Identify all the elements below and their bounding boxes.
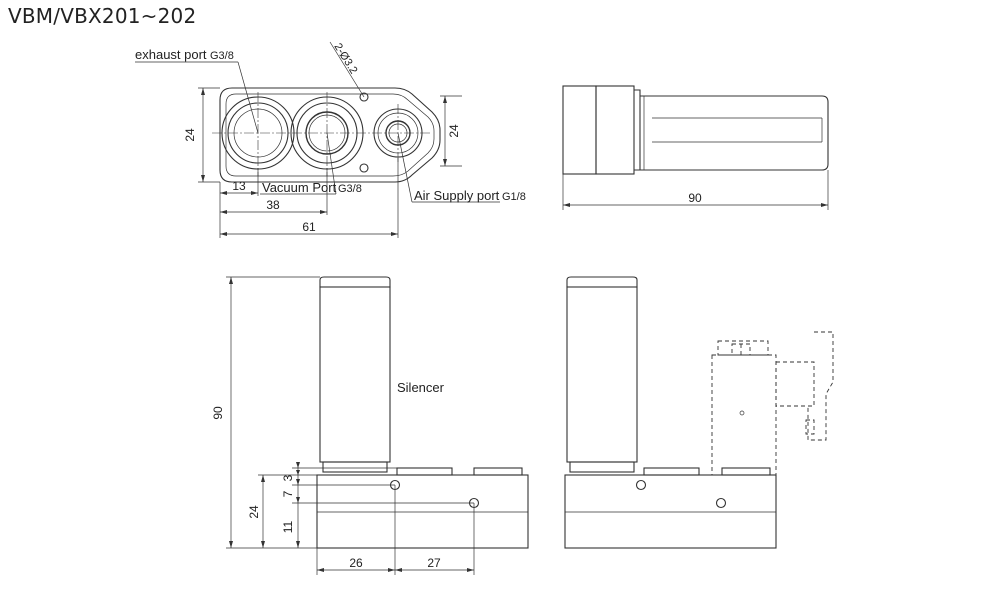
label-exhaust-port: exhaust port: [135, 47, 207, 62]
dim-top-24-left: 24: [183, 128, 197, 142]
label-air-supply-thread: G1/8: [502, 191, 526, 203]
top-view: [135, 41, 500, 238]
dim-front-11: 11: [281, 520, 295, 533]
page-title: VBM/VBX201~202: [8, 4, 197, 28]
dim-top-24-right: 24: [447, 124, 461, 138]
dim-front-3: 3: [281, 474, 295, 481]
label-air-supply-port: Air Supply port: [414, 188, 500, 203]
dim-front-90: 90: [211, 406, 225, 420]
front-view: [226, 276, 529, 575]
dim-top-38: 38: [266, 198, 280, 212]
dim-front-7: 7: [281, 490, 295, 497]
label-vacuum-port: Vacuum Port: [262, 180, 337, 195]
label-exhaust-thread: G3/8: [210, 50, 234, 62]
label-silencer: Silencer: [397, 380, 445, 395]
label-vacuum-thread: G3/8: [338, 183, 362, 195]
dim-front-24: 24: [247, 505, 261, 519]
label-hole-spec: 2-Ø3.2: [331, 41, 359, 76]
side-view: [562, 85, 829, 210]
dim-front-26: 26: [349, 556, 363, 570]
dim-side-90: 90: [688, 191, 702, 205]
dim-front-27: 27: [427, 556, 441, 570]
dim-top-13: 13: [232, 179, 246, 193]
dim-top-61: 61: [302, 220, 316, 234]
front-view-with-valve: [564, 276, 834, 549]
